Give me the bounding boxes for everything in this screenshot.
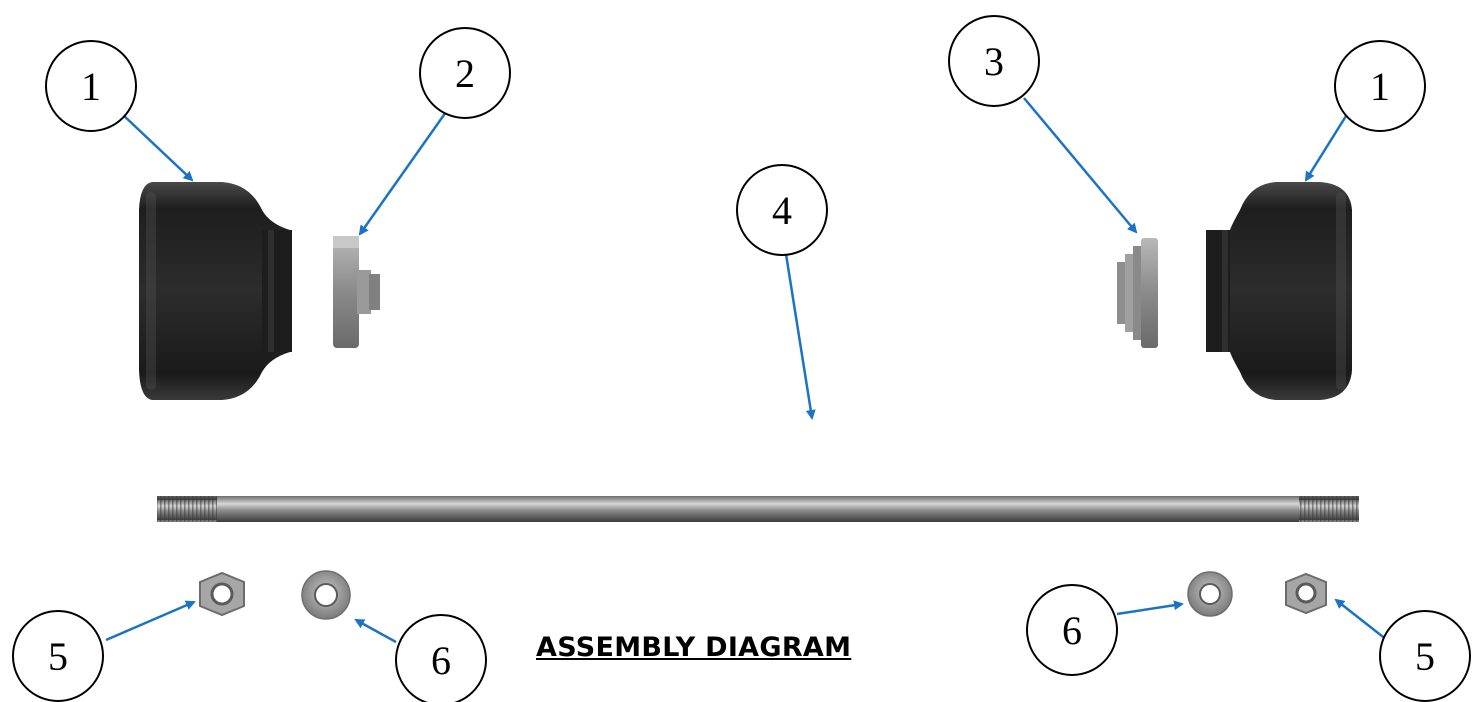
end-cap-right — [1206, 182, 1352, 400]
callout-label: 5 — [48, 634, 68, 679]
callout-5-right: 5 — [1379, 610, 1471, 702]
washer-right — [1187, 571, 1233, 617]
leader-arrow-4 — [784, 253, 816, 420]
callout-4: 4 — [736, 164, 828, 256]
leader-arrows — [105, 97, 1388, 644]
diagram-caption: ASSEMBLY DIAGRAM — [536, 632, 852, 663]
callout-label: 4 — [772, 188, 792, 233]
end-cap-left — [139, 182, 292, 400]
threaded-rod — [157, 496, 1359, 522]
washer-left — [301, 570, 351, 620]
leader-arrow-1-left — [121, 113, 194, 182]
hex-nut-right — [1285, 572, 1327, 615]
callout-label: 2 — [455, 51, 475, 96]
callout-2: 2 — [419, 27, 511, 119]
callout-1-left: 1 — [45, 40, 137, 132]
bushing-right — [1117, 238, 1158, 348]
bushing-left — [333, 236, 380, 348]
callout-label: 1 — [1370, 64, 1390, 109]
callout-1-right: 1 — [1334, 40, 1426, 132]
callout-6-right: 6 — [1026, 584, 1118, 676]
leader-arrow-1-right — [1304, 115, 1348, 182]
leader-arrow-3 — [1023, 97, 1138, 234]
callout-label: 1 — [81, 64, 101, 109]
callout-label: 3 — [984, 39, 1004, 84]
leader-arrow-6-left — [354, 618, 397, 644]
callout-3: 3 — [948, 15, 1040, 107]
hex-nut-left — [199, 571, 245, 617]
leader-arrow-5-left — [105, 600, 196, 642]
callout-label: 6 — [1062, 608, 1082, 653]
callout-5-left: 5 — [12, 610, 104, 702]
leader-arrow-5-right — [1334, 598, 1388, 641]
callout-label: 6 — [431, 638, 451, 683]
leader-arrow-2 — [358, 111, 448, 236]
callout-6-left: 6 — [395, 614, 487, 702]
leader-arrow-6-right — [1116, 600, 1184, 616]
callout-label: 5 — [1415, 634, 1435, 679]
